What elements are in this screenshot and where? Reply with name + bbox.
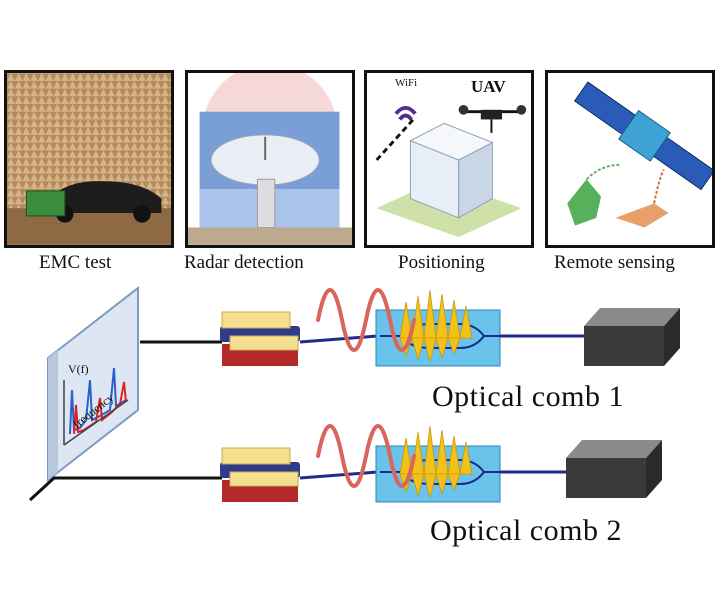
emc-test-panel — [4, 70, 174, 248]
comb-teeth-bottom — [399, 425, 473, 499]
radar-detection-caption: Radar detection — [184, 252, 304, 273]
satellite-image — [548, 73, 712, 245]
optical-comb-1-label: Optical comb 1 — [432, 380, 624, 413]
positioning-panel: WiFi UAV — [364, 70, 534, 248]
remote-sensing-panel — [545, 70, 715, 248]
optical-comb-2-label: Optical comb 2 — [430, 514, 622, 547]
positioning-image — [367, 73, 531, 245]
positioning-caption: Positioning — [398, 252, 485, 273]
anechoic-chamber-image — [7, 73, 171, 245]
spectrum-y-label: V(f) — [68, 362, 89, 376]
rf-wave-bottom — [316, 424, 416, 488]
radar-dish-image — [188, 73, 352, 245]
radar-detection-panel — [185, 70, 355, 248]
rf-wave-top — [316, 288, 416, 352]
rf-cable-bottom — [28, 476, 222, 502]
uav-label: UAV — [471, 77, 506, 96]
laser-source-bottom — [566, 440, 662, 498]
laser-source-top — [584, 308, 680, 366]
fiber-bottom-in — [299, 470, 379, 480]
remote-sensing-caption: Remote sensing — [554, 252, 675, 273]
wifi-label: WiFi — [395, 77, 418, 89]
system-diagram — [28, 285, 680, 503]
electro-optic-sensor-top — [220, 311, 300, 366]
spectrum-plot — [63, 367, 129, 446]
spectrum-screen — [47, 285, 139, 483]
fiber-top-in — [299, 334, 379, 344]
electro-optic-sensor-bottom — [220, 447, 300, 502]
emc-test-caption: EMC test — [39, 252, 112, 273]
